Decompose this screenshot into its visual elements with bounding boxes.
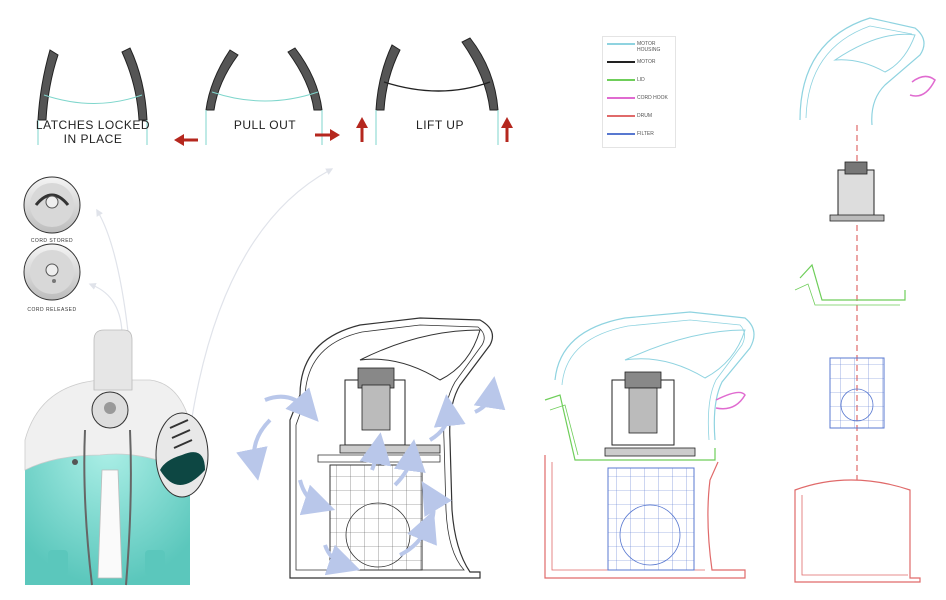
red-arrow-icon	[174, 129, 340, 146]
legend: MOTOR HOUSING MOTOR LID CORD HOOK DRUM F…	[602, 36, 676, 148]
legend-item: LID	[607, 77, 673, 93]
legend-swatch	[607, 61, 635, 63]
latch-step-1	[37, 47, 148, 145]
legend-swatch	[607, 115, 635, 117]
latch-step-2	[205, 47, 323, 145]
exploded-view	[794, 17, 936, 583]
section-airflow	[289, 317, 493, 579]
legend-label: CORD HOOK	[637, 95, 668, 101]
legend-label: FILTER	[637, 131, 654, 137]
label-cord-released: CORD RELEASED	[27, 307, 77, 313]
legend-item: CORD HOOK	[607, 95, 673, 111]
legend-label: MOTOR	[637, 59, 656, 65]
cord-stored-icon	[23, 176, 81, 234]
vacuum-render	[24, 329, 209, 586]
label-cord-stored: CORD STORED	[30, 238, 74, 244]
legend-label: LID	[637, 77, 645, 83]
label-latches-locked: LATCHES LOCKED IN PLACE	[35, 118, 151, 146]
red-arrow-icon	[356, 117, 513, 142]
label-lift-up: LIFT UP	[416, 118, 464, 132]
section-colored	[544, 311, 755, 579]
latch-step-3	[375, 37, 499, 145]
legend-swatch	[607, 97, 635, 99]
legend-swatch	[607, 133, 635, 135]
legend-swatch	[607, 79, 635, 81]
legend-item: MOTOR HOUSING	[607, 41, 673, 57]
airflow-arrow-icon	[236, 376, 506, 576]
legend-label: DRUM	[637, 113, 652, 119]
legend-swatch	[607, 43, 635, 45]
legend-item: DRUM	[607, 113, 673, 129]
legend-item: MOTOR	[607, 59, 673, 75]
legend-label: MOTOR HOUSING	[637, 41, 661, 53]
label-pull-out: PULL OUT	[233, 118, 297, 132]
cord-released-icon	[23, 243, 81, 301]
legend-item: FILTER	[607, 131, 673, 147]
